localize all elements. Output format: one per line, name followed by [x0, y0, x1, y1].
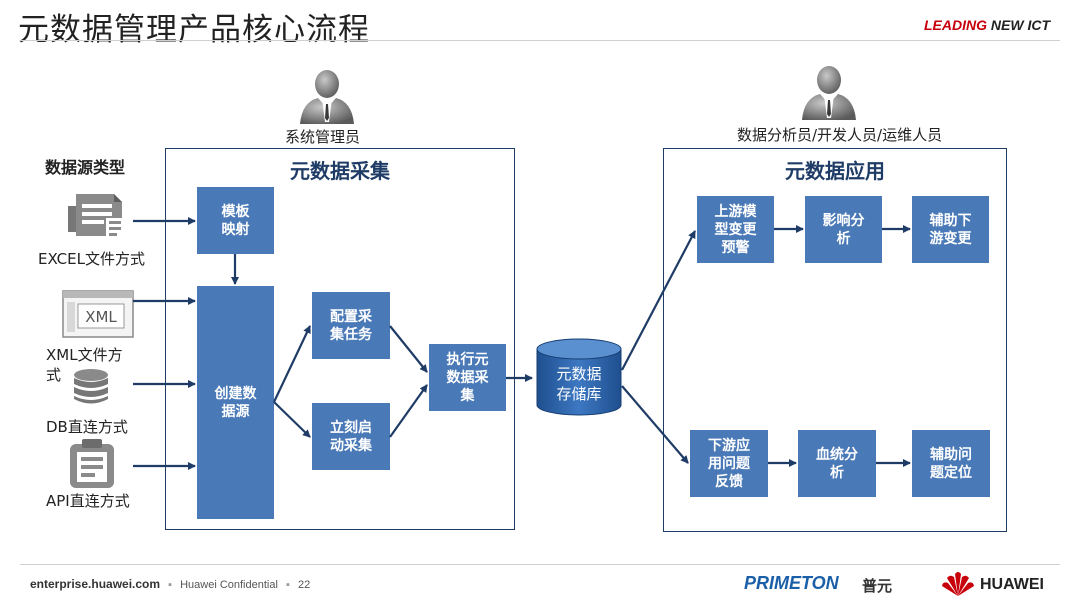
analyst-person-icon [802, 66, 856, 120]
excel-file-icon [68, 194, 124, 238]
database-icon [74, 369, 108, 404]
admin-label: 系统管理员 [285, 128, 361, 146]
metadata-repository-cylinder [536, 338, 622, 416]
xml-source-label-line1: XML文件方 [46, 346, 123, 364]
header-divider [20, 40, 1060, 41]
leading-new-ict-logo: LEADING NEW ICT [924, 17, 1050, 33]
repository-label: 元数据 存储库 [534, 364, 624, 404]
footer-confidential: Huawei Confidential [180, 579, 278, 591]
api-source-label: API直连方式 [46, 492, 130, 510]
lineage-analysis-box: 血统分 析 [798, 430, 876, 497]
collection-title: 元数据采集 [290, 159, 390, 183]
db-source-label: DB直连方式 [46, 418, 128, 436]
huawei-flower-icon [942, 572, 974, 596]
brand-part2: NEW ICT [987, 17, 1050, 33]
xml-icon-text: XML [85, 308, 117, 326]
start-collect-now-box: 立刻启 动采集 [312, 403, 390, 470]
upstream-change-warning-box: 上游模 型变更 预警 [697, 196, 774, 263]
assist-downstream-change-box: 辅助下 游变更 [912, 196, 989, 263]
primeton-logo: PRIMETON [744, 573, 839, 593]
config-collect-task-box: 配置采 集任务 [312, 292, 390, 359]
excel-source-label: EXCEL文件方式 [38, 250, 145, 268]
create-data-source-box: 创建数 据源 [197, 286, 274, 519]
execute-collect-box: 执行元 数据采 集 [429, 344, 506, 411]
template-mapping-box: 模板 映射 [197, 187, 274, 254]
page-title: 元数据管理产品核心流程 [18, 12, 370, 48]
analyst-label: 数据分析员/开发人员/运维人员 [737, 126, 943, 144]
impact-analysis-box: 影响分 析 [805, 196, 882, 263]
assist-issue-location-box: 辅助问 题定位 [912, 430, 990, 497]
primeton-cn-label: 普元 [862, 577, 893, 595]
footer-divider [20, 564, 1060, 565]
repository-label-line1: 元数据 [556, 365, 602, 383]
source-types-heading: 数据源类型 [45, 158, 126, 177]
huawei-wordmark: HUAWEI [980, 576, 1044, 593]
downstream-issue-feedback-box: 下游应 用问题 反馈 [690, 430, 768, 497]
xml-window-icon: XML [62, 290, 134, 338]
repository-label-line2: 存储库 [556, 385, 602, 403]
footer-site: enterprise.huawei.com [30, 577, 161, 591]
footer-info: enterprise.huawei.com ▪ Huawei Confident… [30, 577, 311, 591]
brand-part1: LEADING [924, 17, 987, 33]
application-title: 元数据应用 [785, 159, 885, 183]
admin-person-icon [300, 70, 354, 124]
footer-page-number: 22 [297, 579, 311, 591]
xml-source-label-line2: 式 [46, 366, 62, 384]
api-clipboard-icon [70, 439, 114, 488]
